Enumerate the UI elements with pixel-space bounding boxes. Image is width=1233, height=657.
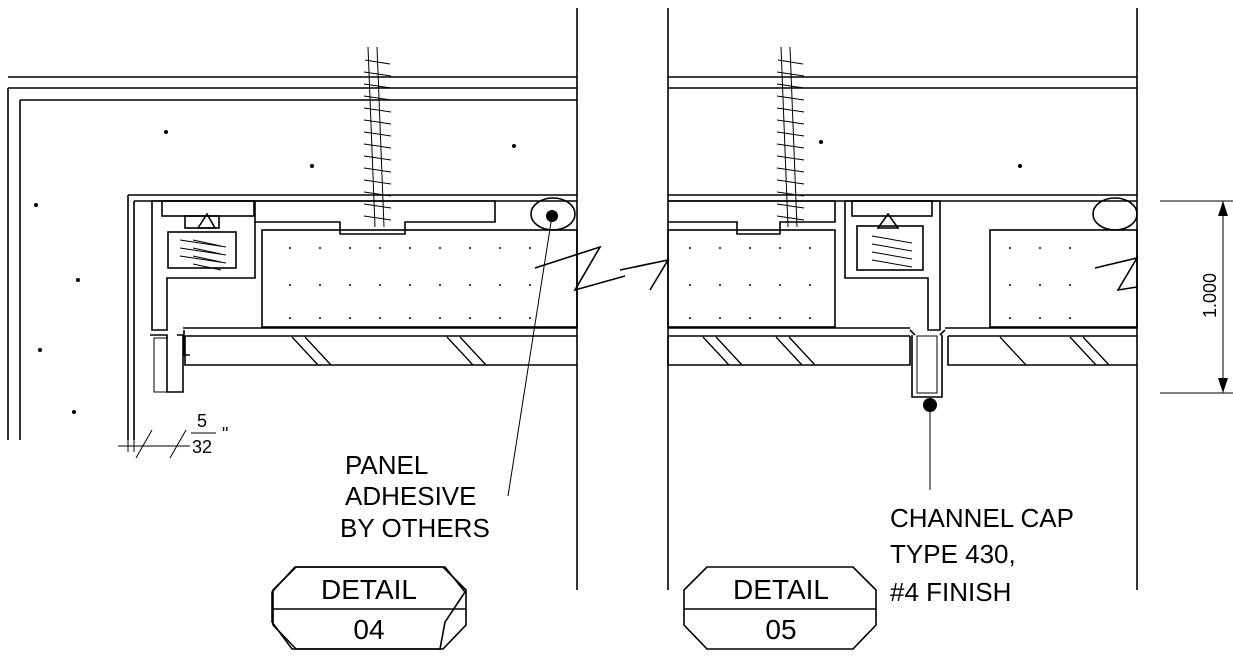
screw-right <box>776 46 805 228</box>
channel-cap-line-1: CHANNEL CAP <box>890 503 1074 533</box>
seal-left <box>530 197 576 231</box>
height-dimension: 1.000 <box>1160 200 1233 394</box>
break-line <box>534 245 626 292</box>
break-line-05 <box>619 258 670 291</box>
seal-right <box>1092 197 1138 231</box>
face-panel-left <box>183 327 577 366</box>
channel-retainer-right <box>844 200 941 331</box>
substrate-dots-right <box>819 140 1022 168</box>
height-dimension-text: 1.000 <box>1200 273 1220 318</box>
gap-unit: " <box>222 424 228 444</box>
panel-adhesive-line-3: BY OTHERS <box>340 513 490 543</box>
channel-cap-right <box>909 329 946 398</box>
screw-left <box>192 46 392 271</box>
panel-adhesive-line-1: PANEL <box>345 450 428 480</box>
face-panel-right <box>667 327 1137 366</box>
panel-core-05b <box>989 229 1138 328</box>
gap-denominator: 32 <box>192 437 212 457</box>
detail-05-drawing: CHANNEL CAP TYPE 430, #4 FINISH 1.000 DE… <box>619 8 1233 650</box>
panel-adhesive-line-2: ADHESIVE <box>345 481 477 511</box>
gap-numerator: 5 <box>197 411 207 431</box>
channel-cap-line-3: #4 FINISH <box>890 577 1011 607</box>
substrate-outline <box>7 76 577 440</box>
substrate-outline-right <box>668 76 1137 202</box>
panel-core-05a <box>667 229 836 328</box>
panel-core-left <box>261 229 578 328</box>
detail-tag-05: DETAIL 05 <box>683 566 877 650</box>
adhesive-leader-dot <box>546 210 558 222</box>
clip-plate-right <box>668 200 836 235</box>
clip-plate-left <box>255 200 496 235</box>
gap-dimension: 5 32 " <box>118 411 228 459</box>
substrate-dots <box>34 130 516 414</box>
detail-05-number: 05 <box>765 614 796 645</box>
channel-cap-left <box>150 330 190 393</box>
detail-04-drawing: 5 32 " PANEL ADHESIVE BY OTHERS DETAIL 0… <box>7 8 626 650</box>
adhesive-leader <box>507 215 553 497</box>
detail-05-label: DETAIL <box>733 574 829 605</box>
panel-core-dots-05 <box>689 247 1071 319</box>
break-line-05-right <box>1094 256 1139 292</box>
detail-04-number: 04 <box>353 614 384 645</box>
channel-cap-line-2: TYPE 430, <box>890 539 1016 569</box>
detail-04-label: DETAIL <box>321 574 417 605</box>
panel-core-dots <box>289 247 531 319</box>
detail-tag-04: DETAIL 04 <box>271 566 467 650</box>
